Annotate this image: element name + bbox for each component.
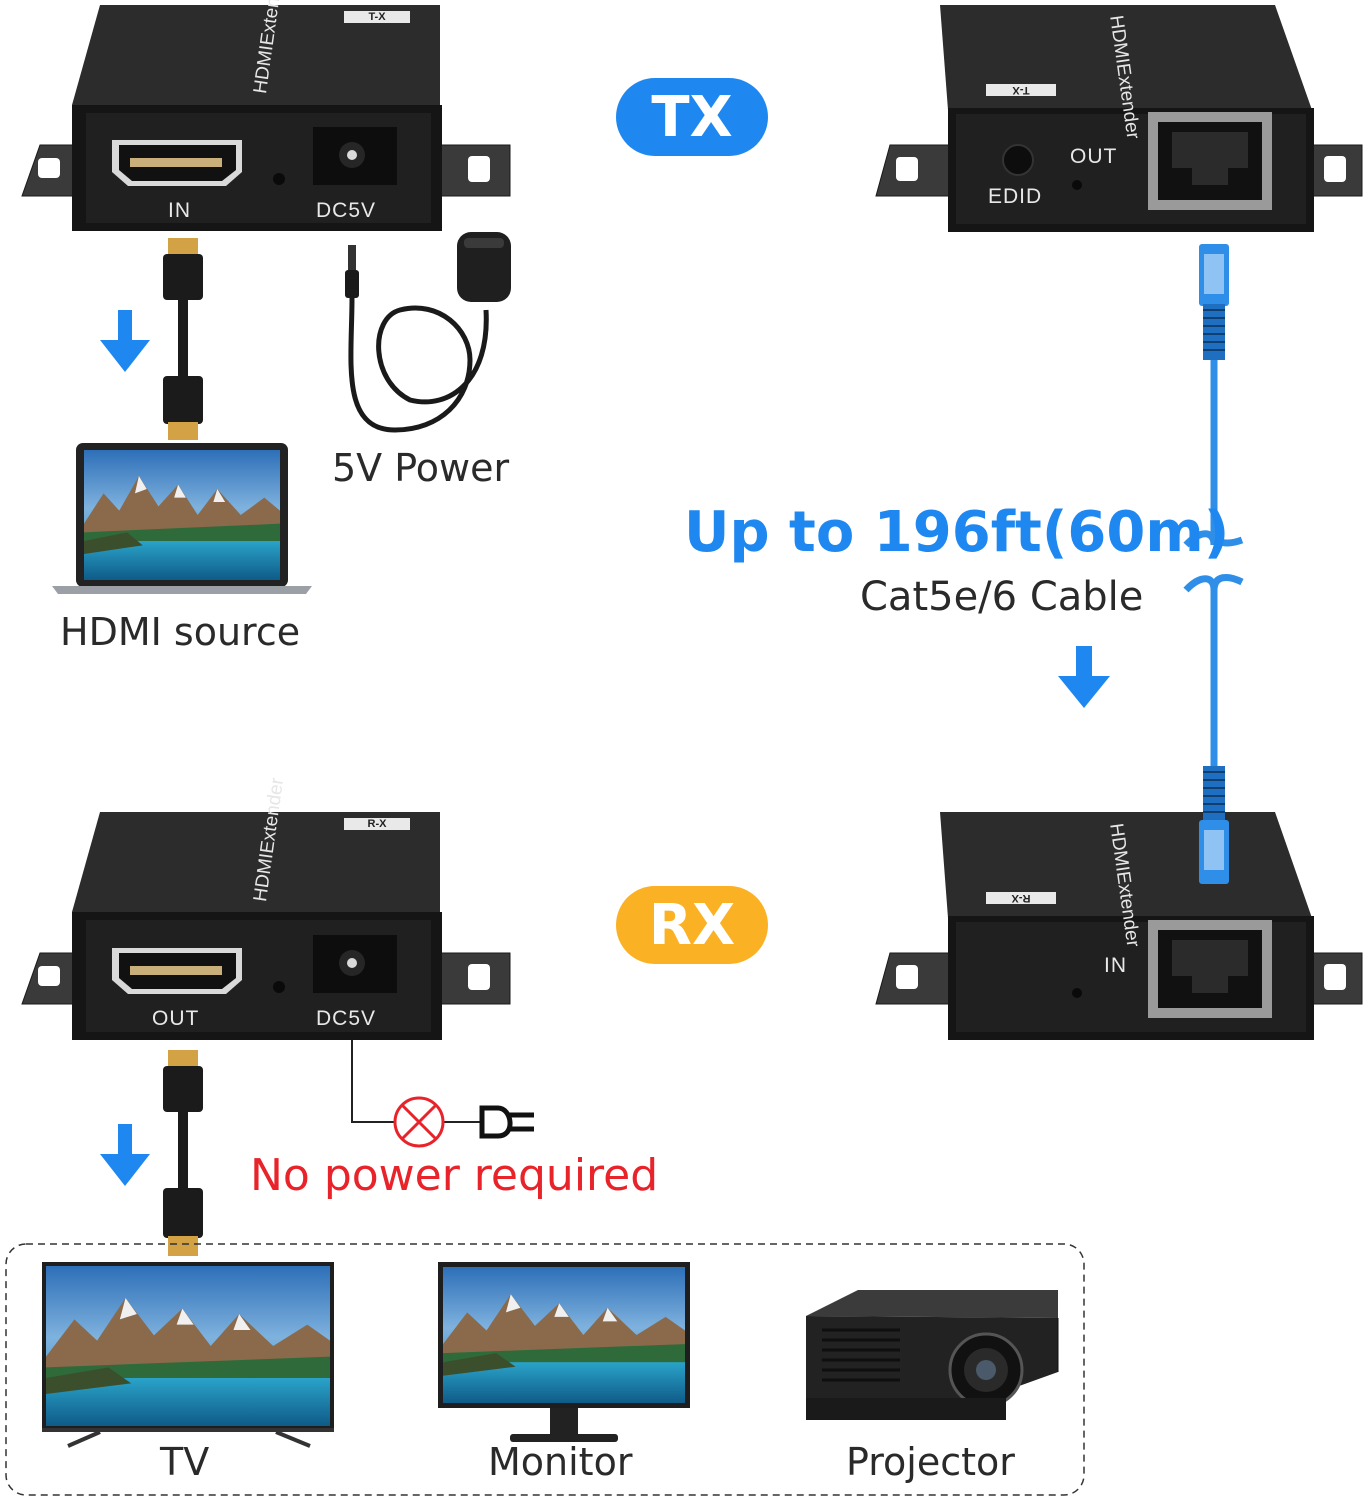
tx-back-edid: EDID bbox=[988, 185, 1043, 208]
tx-front-chip: T-X bbox=[344, 11, 410, 23]
rx-front-box bbox=[21, 812, 511, 1040]
rx-badge: RX bbox=[616, 886, 768, 964]
source-label: HDMI source bbox=[60, 610, 301, 654]
tx-back-port-out: OUT bbox=[1070, 145, 1118, 168]
power-label: 5V Power bbox=[332, 446, 510, 490]
projector-icon bbox=[806, 1290, 1059, 1420]
rx-back-chip: R-X bbox=[986, 892, 1056, 904]
tx-back-box bbox=[875, 5, 1363, 232]
power-adapter bbox=[345, 232, 511, 433]
no-power-icon bbox=[393, 1096, 445, 1148]
monitor-icon bbox=[438, 1262, 690, 1442]
rx-front-port-dc: DC5V bbox=[316, 1007, 377, 1030]
hdmi-cable-rx bbox=[163, 1050, 203, 1256]
rx-front-port-out: OUT bbox=[152, 1007, 200, 1030]
no-power-label: No power required bbox=[250, 1150, 659, 1201]
distance-label: Up to 196ft(60m) bbox=[684, 500, 1230, 565]
arrow-down-icon bbox=[100, 310, 150, 372]
tv-label: TV bbox=[160, 1440, 210, 1484]
display-group-frame bbox=[5, 1243, 1085, 1496]
arrow-down-icon bbox=[100, 1124, 150, 1186]
laptop-icon bbox=[52, 443, 312, 594]
cable-label: Cat5e/6 Cable bbox=[860, 574, 1144, 620]
hdmi-cable-tx bbox=[163, 238, 203, 440]
tx-back-chip: T-X bbox=[986, 84, 1056, 96]
tx-badge: TX bbox=[616, 78, 768, 156]
tv-icon bbox=[42, 1262, 334, 1448]
plug-icon bbox=[479, 1105, 534, 1139]
ethernet-cable bbox=[1183, 244, 1244, 884]
arrow-down-icon bbox=[1058, 646, 1110, 708]
tx-front-port-dc: DC5V bbox=[316, 199, 377, 222]
projector-label: Projector bbox=[846, 1440, 1015, 1484]
tx-front-port-in: IN bbox=[168, 199, 191, 222]
no-power-connector bbox=[351, 1040, 482, 1123]
tx-front-box bbox=[21, 5, 511, 231]
monitor-label: Monitor bbox=[488, 1440, 633, 1484]
rx-back-port-in: IN bbox=[1104, 954, 1127, 977]
rx-front-chip: R-X bbox=[344, 818, 410, 830]
